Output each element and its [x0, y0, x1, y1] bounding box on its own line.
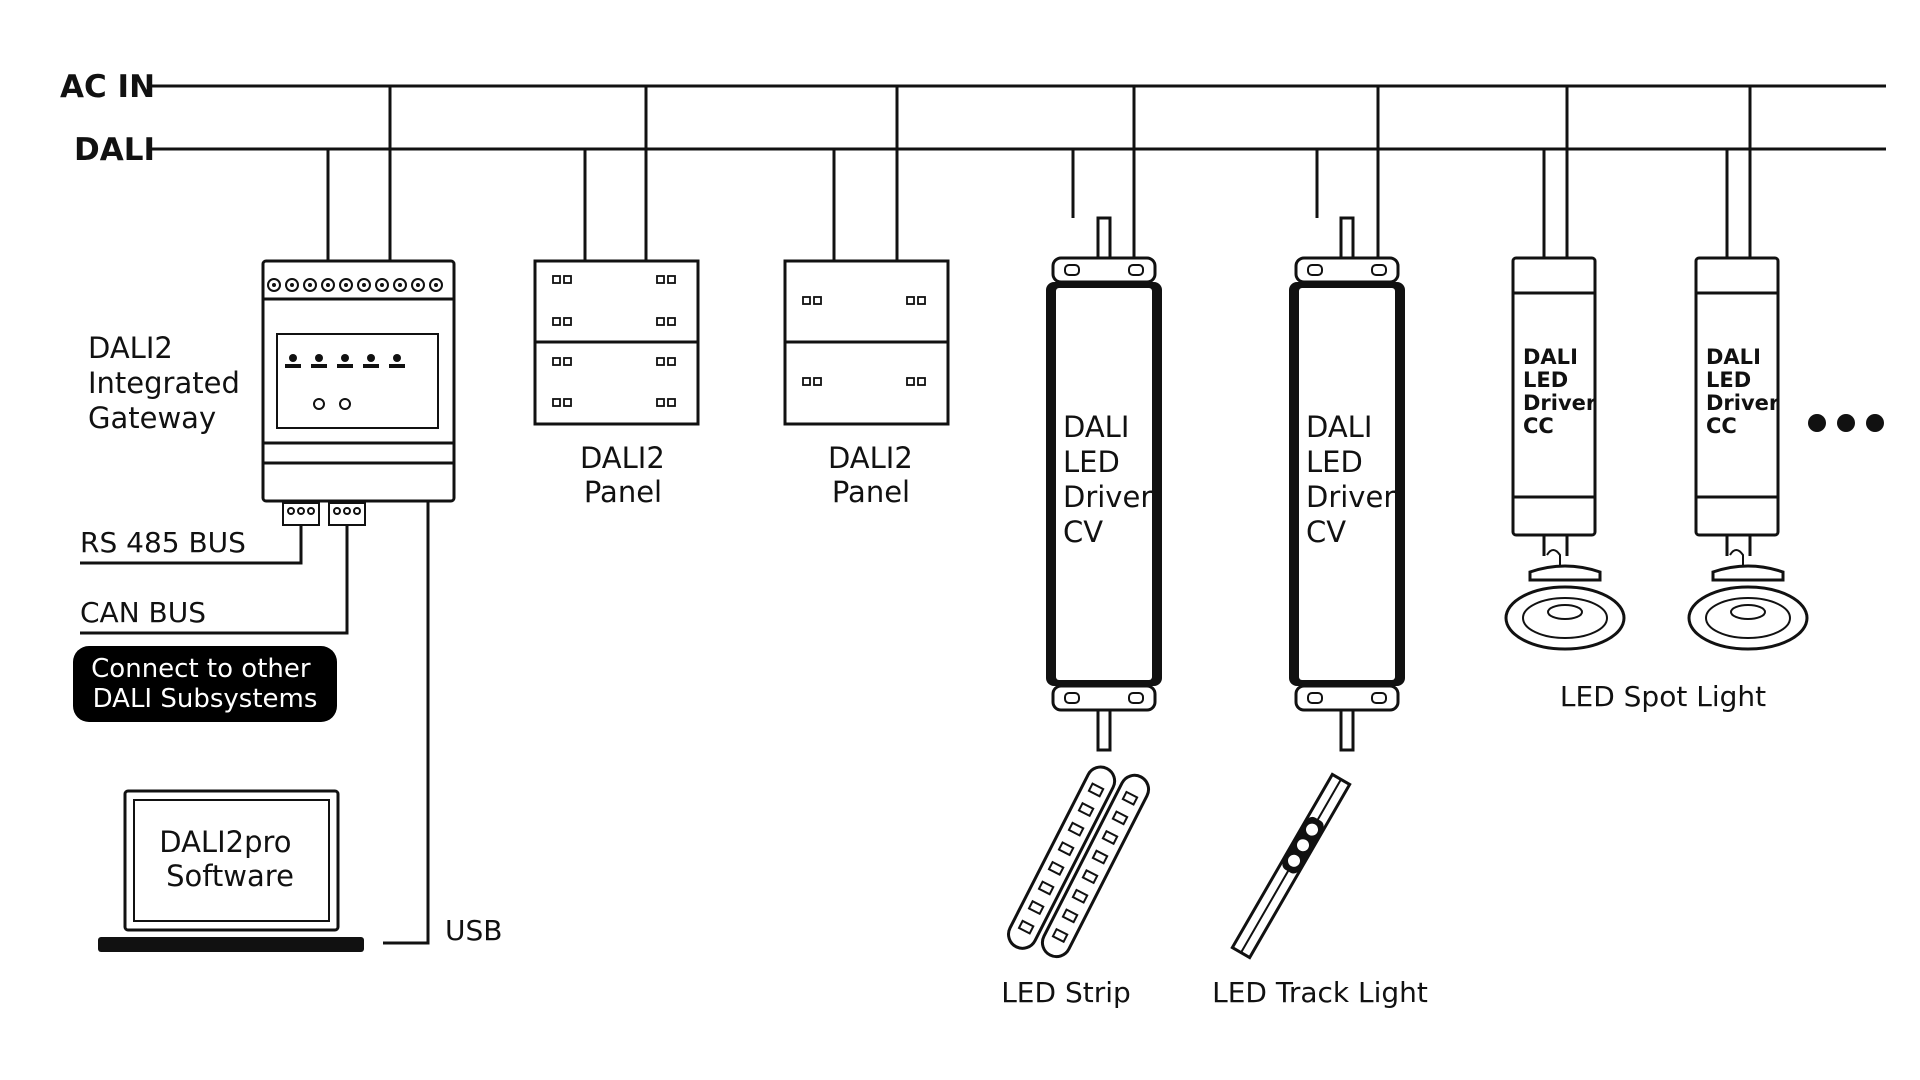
- ac-in-label: AC IN: [60, 69, 155, 105]
- dali-bus: DALI: [74, 132, 1886, 168]
- gateway: DALI2 Integrated Gateway: [88, 86, 456, 526]
- can-bus: CAN BUS: [80, 525, 349, 635]
- panel-1-label: DALI2 Panel: [580, 441, 674, 509]
- continuation-dots-icon: [1808, 414, 1884, 432]
- cc-driver-1: DALI LED Driver CC: [1511, 86, 1604, 556]
- spot-light-2-icon: [1687, 549, 1809, 651]
- cv-driver-2-label: DALI LED Driver CV: [1306, 410, 1404, 549]
- dali-label: DALI: [74, 132, 155, 168]
- connect-box-text: Connect to other DALI Subsystems: [91, 654, 319, 714]
- cc-driver-2: DALI LED Driver CC: [1694, 86, 1787, 556]
- led-strip-icon: LED Strip: [1001, 765, 1151, 1009]
- can-label: CAN BUS: [80, 596, 206, 629]
- usb-link: USB: [383, 501, 502, 947]
- cv-driver-1-label: DALI LED Driver CV: [1063, 410, 1161, 549]
- cv-driver-2: DALI LED Driver CV: [1289, 86, 1405, 752]
- cc-driver-2-label: DALI LED Driver CC: [1706, 345, 1787, 438]
- laptop: DALI2pro Software: [98, 789, 364, 952]
- led-track-light-label: LED Track Light: [1212, 976, 1428, 1009]
- spot-light-label: LED Spot Light: [1560, 680, 1766, 713]
- rs485-label: RS 485 BUS: [80, 526, 246, 559]
- rs485-bus: RS 485 BUS: [80, 525, 303, 565]
- software-label: DALI2pro Software: [159, 825, 300, 893]
- panel-2-label: DALI2 Panel: [828, 441, 922, 509]
- cv-driver-1: DALI LED Driver CV: [1046, 86, 1162, 752]
- spot-light-1-icon: [1504, 549, 1626, 651]
- connect-subsystems-box: Connect to other DALI Subsystems: [73, 646, 337, 722]
- gateway-bottom-terminals: [282, 502, 366, 526]
- led-strip-label: LED Strip: [1001, 976, 1131, 1009]
- gateway-terminals: [267, 278, 443, 292]
- usb-label: USB: [445, 914, 502, 947]
- gateway-indicators: [285, 354, 405, 410]
- panel-2: DALI2 Panel: [783, 86, 950, 509]
- led-track-light-icon: LED Track Light: [1212, 772, 1428, 1009]
- ac-in-bus: AC IN: [60, 69, 1886, 105]
- cc-driver-1-label: DALI LED Driver CC: [1523, 345, 1604, 438]
- panel-1: DALI2 Panel: [533, 86, 700, 509]
- gateway-label: DALI2 Integrated Gateway: [88, 331, 249, 435]
